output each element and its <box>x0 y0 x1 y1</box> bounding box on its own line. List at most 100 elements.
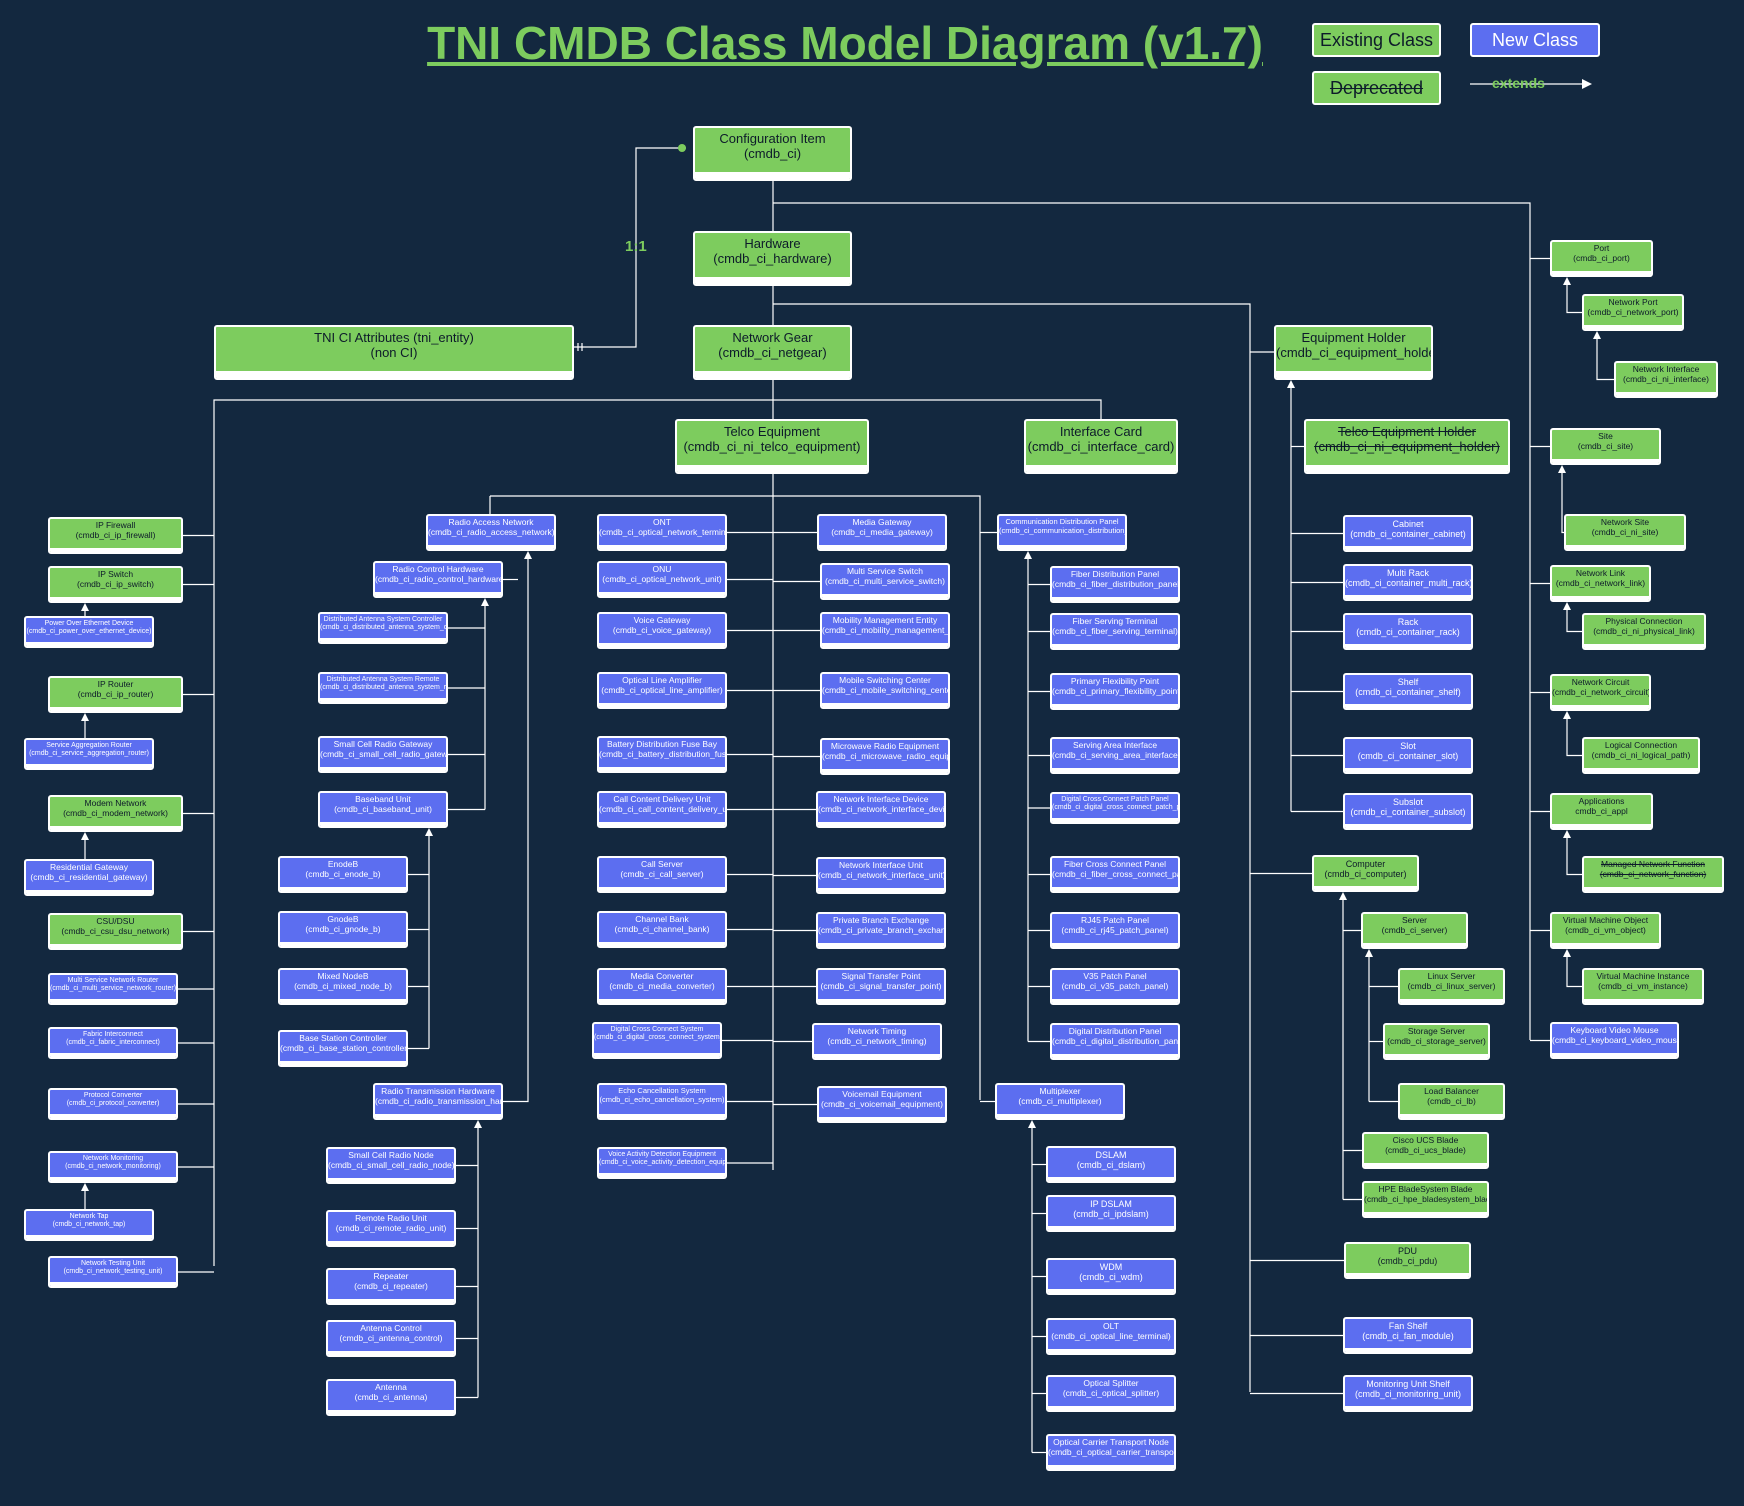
class-node-hpe[interactable]: HPE BladeSystem Blade(cmdb_ci_hpe_blades… <box>1362 1181 1489 1218</box>
class-node-dasc[interactable]: Distributed Antenna System Controller(cm… <box>318 612 448 644</box>
class-node-octn[interactable]: Optical Carrier Transport Node(cmdb_ci_o… <box>1046 1434 1176 1471</box>
class-node-mss[interactable]: Multi Service Switch(cmdb_ci_multi_servi… <box>820 563 950 600</box>
class-node-vade[interactable]: Voice Activity Detection Equipment(cmdb_… <box>597 1147 727 1179</box>
class-node-netsite[interactable]: Network Site(cmdb_ci_ni_site) <box>1564 514 1686 551</box>
class-node-ddp[interactable]: Digital Distribution Panel(cmdb_ci_digit… <box>1050 1023 1180 1060</box>
class-node-mre[interactable]: Microwave Radio Equipment(cmdb_ci_microw… <box>820 738 950 775</box>
class-node-rru[interactable]: Remote Radio Unit(cmdb_ci_remote_radio_u… <box>326 1210 456 1247</box>
class-node-rj45[interactable]: RJ45 Patch Panel(cmdb_ci_rj45_patch_pane… <box>1050 912 1180 949</box>
class-node-fdp[interactable]: Fiber Distribution Panel(cmdb_ci_fiber_d… <box>1050 566 1180 603</box>
class-node-dccp[interactable]: Digital Cross Connect Patch Panel(cmdb_c… <box>1050 792 1180 824</box>
class-node-te[interactable]: Telco Equipment(cmdb_ci_ni_telco_equipme… <box>675 419 869 474</box>
class-node-pfp[interactable]: Primary Flexibility Point(cmdb_ci_primar… <box>1050 673 1180 710</box>
class-node-vmi[interactable]: Virtual Machine Instance(cmdb_ci_vm_inst… <box>1582 968 1704 1005</box>
class-node-comp[interactable]: Computer(cmdb_ci_computer) <box>1312 855 1419 892</box>
class-node-ipfw[interactable]: IP Firewall(cmdb_ci_ip_firewall) <box>48 517 183 554</box>
class-node-ran[interactable]: Radio Access Network(cmdb_ci_radio_acces… <box>426 514 556 551</box>
class-node-poe[interactable]: Power Over Ethernet Device(cmdb_ci_power… <box>24 616 154 648</box>
class-node-mux[interactable]: Multiplexer(cmdb_ci_multiplexer) <box>995 1083 1125 1120</box>
class-node-mme[interactable]: Mobility Management Entity(cmdb_ci_mobil… <box>820 612 950 649</box>
class-node-netport[interactable]: Network Port(cmdb_ci_network_port) <box>1582 294 1684 331</box>
class-node-dccs[interactable]: Digital Cross Connect System(cmdb_ci_dig… <box>592 1022 722 1059</box>
class-node-pbx[interactable]: Private Branch Exchange(cmdb_ci_private_… <box>816 912 946 949</box>
class-node-tni[interactable]: TNI CI Attributes (tni_entity)(non CI) <box>214 325 574 380</box>
class-node-rth[interactable]: Radio Transmission Hardware(cmdb_ci_radi… <box>373 1083 503 1120</box>
class-node-ola[interactable]: Optical Line Amplifier(cmdb_ci_optical_l… <box>597 672 727 709</box>
class-node-antc[interactable]: Antenna Control(cmdb_ci_antenna_control) <box>326 1320 456 1357</box>
class-node-cb[interactable]: Channel Bank(cmdb_ci_channel_bank) <box>597 911 727 948</box>
class-node-msnr[interactable]: Multi Service Network Router(cmdb_ci_mul… <box>48 973 178 1005</box>
class-node-netmon[interactable]: Network Monitoring(cmdb_ci_network_monit… <box>48 1151 178 1183</box>
class-node-bbu[interactable]: Baseband Unit(cmdb_ci_baseband_unit) <box>318 791 448 828</box>
class-node-hw[interactable]: Hardware(cmdb_ci_hardware) <box>693 231 852 286</box>
class-node-netif[interactable]: Network Interface(cmdb_ci_ni_interface) <box>1614 361 1718 398</box>
class-node-mnb[interactable]: Mixed NodeB(cmdb_ci_mixed_node_b) <box>278 968 408 1005</box>
class-node-eh[interactable]: Equipment Holder(cmdb_ci_equipment_holde… <box>1274 325 1433 380</box>
class-node-modem[interactable]: Modem Network(cmdb_ci_modem_network) <box>48 795 183 832</box>
class-node-ont[interactable]: ONT(cmdb_ci_optical_network_terminal) <box>597 514 727 551</box>
class-node-ipdslam[interactable]: IP DSLAM(cmdb_ci_ipdslam) <box>1046 1195 1176 1232</box>
class-node-slot[interactable]: Slot(cmdb_ci_container_slot) <box>1343 737 1473 774</box>
class-node-cs[interactable]: Call Server(cmdb_ci_call_server) <box>597 856 727 893</box>
class-node-niu[interactable]: Network Interface Unit(cmdb_ci_network_i… <box>816 857 946 894</box>
class-node-resgw[interactable]: Residential Gateway(cmdb_ci_residential_… <box>24 859 154 896</box>
class-node-mc[interactable]: Media Converter(cmdb_ci_media_converter) <box>597 968 727 1005</box>
class-node-pdu[interactable]: PDU(cmdb_ci_pdu) <box>1344 1242 1471 1279</box>
class-node-v35[interactable]: V35 Patch Panel(cmdb_ci_v35_patch_panel) <box>1050 968 1180 1005</box>
class-node-wdm[interactable]: WDM(cmdb_ci_wdm) <box>1046 1258 1176 1295</box>
class-node-ucs[interactable]: Cisco UCS Blade(cmdb_ci_ucs_blade) <box>1362 1132 1489 1169</box>
class-node-fst[interactable]: Fiber Serving Terminal(cmdb_ci_fiber_ser… <box>1050 613 1180 650</box>
class-node-shelf[interactable]: Shelf(cmdb_ci_container_shelf) <box>1343 673 1473 710</box>
class-node-proto[interactable]: Protocol Converter(cmdb_ci_protocol_conv… <box>48 1088 178 1120</box>
class-node-bsc[interactable]: Base Station Controller(cmdb_ci_base_sta… <box>278 1030 408 1067</box>
class-node-dslam[interactable]: DSLAM(cmdb_ci_dslam) <box>1046 1146 1176 1183</box>
class-node-onu[interactable]: ONU(cmdb_ci_optical_network_unit) <box>597 561 727 598</box>
class-node-ccdu[interactable]: Call Content Delivery Unit(cmdb_ci_call_… <box>597 791 727 828</box>
class-node-ntu[interactable]: Network Testing Unit(cmdb_ci_network_tes… <box>48 1256 178 1288</box>
class-node-osp[interactable]: Optical Splitter(cmdb_ci_optical_splitte… <box>1046 1375 1176 1412</box>
class-node-mrack[interactable]: Multi Rack(cmdb_ci_container_multi_rack) <box>1343 564 1473 601</box>
class-node-fccp[interactable]: Fiber Cross Connect Panel(cmdb_ci_fiber_… <box>1050 856 1180 893</box>
class-node-scrn[interactable]: Small Cell Radio Node(cmdb_ci_small_cell… <box>326 1147 456 1184</box>
class-node-rch[interactable]: Radio Control Hardware(cmdb_ci_radio_con… <box>373 561 503 598</box>
class-node-ecs[interactable]: Echo Cancellation System(cmdb_ci_echo_ca… <box>597 1083 727 1120</box>
class-node-rep[interactable]: Repeater(cmdb_ci_repeater) <box>326 1268 456 1305</box>
class-node-ci[interactable]: Configuration Item(cmdb_ci) <box>693 126 852 181</box>
class-node-fabric[interactable]: Fabric Interconnect(cmdb_ci_fabric_inter… <box>48 1027 178 1059</box>
class-node-fan[interactable]: Fan Shelf(cmdb_ci_fan_module) <box>1343 1317 1473 1354</box>
class-node-csu[interactable]: CSU/DSU(cmdb_ci_csu_dsu_network) <box>48 913 183 950</box>
class-node-teh[interactable]: Telco Equipment Holder(cmdb_ci_ni_equipm… <box>1304 419 1510 474</box>
class-node-physconn[interactable]: Physical Connection(cmdb_ci_ni_physical_… <box>1582 613 1706 650</box>
class-node-monu[interactable]: Monitoring Unit Shelf(cmdb_ci_monitoring… <box>1343 1375 1473 1412</box>
class-node-vmo[interactable]: Virtual Machine Object(cmdb_ci_vm_object… <box>1550 912 1661 949</box>
class-node-ntim[interactable]: Network Timing(cmdb_ci_network_timing) <box>812 1023 942 1060</box>
class-node-nettap[interactable]: Network Tap(cmdb_ci_network_tap) <box>24 1209 154 1241</box>
class-node-netlink[interactable]: Network Link(cmdb_ci_network_link) <box>1550 565 1651 602</box>
class-node-logconn[interactable]: Logical Connection(cmdb_ci_ni_logical_pa… <box>1582 737 1700 774</box>
class-node-vgw[interactable]: Voice Gateway(cmdb_ci_voice_gateway) <box>597 612 727 649</box>
class-node-dasr[interactable]: Distributed Antenna System Remote(cmdb_c… <box>318 672 448 704</box>
class-node-nid[interactable]: Network Interface Device(cmdb_ci_network… <box>816 791 946 828</box>
class-node-ant[interactable]: Antenna(cmdb_ci_antenna) <box>326 1379 456 1416</box>
class-node-ng[interactable]: Network Gear(cmdb_ci_netgear) <box>693 325 852 380</box>
class-node-rack[interactable]: Rack(cmdb_ci_container_rack) <box>1343 613 1473 650</box>
class-node-cdp[interactable]: Communication Distribution Panel(cmdb_ci… <box>997 514 1127 551</box>
class-node-enb[interactable]: EnodeB(cmdb_ci_enode_b) <box>278 856 408 893</box>
class-node-kvm[interactable]: Keyboard Video Mouse(cmdb_ci_keyboard_vi… <box>1550 1022 1679 1059</box>
class-node-sar[interactable]: Service Aggregation Router(cmdb_ci_servi… <box>24 738 154 770</box>
class-node-msc[interactable]: Mobile Switching Center(cmdb_ci_mobile_s… <box>820 672 950 709</box>
class-node-netcirc[interactable]: Network Circuit(cmdb_ci_network_circuit) <box>1550 674 1651 711</box>
class-node-storage[interactable]: Storage Server(cmdb_ci_storage_server) <box>1383 1023 1490 1060</box>
class-node-vme[interactable]: Voicemail Equipment(cmdb_ci_voicemail_eq… <box>817 1086 947 1123</box>
class-node-site[interactable]: Site(cmdb_ci_site) <box>1550 428 1661 465</box>
class-node-bdfb[interactable]: Battery Distribution Fuse Bay(cmdb_ci_ba… <box>597 736 727 773</box>
class-node-port[interactable]: Port(cmdb_ci_port) <box>1550 240 1653 277</box>
class-node-sai[interactable]: Serving Area Interface(cmdb_ci_serving_a… <box>1050 737 1180 774</box>
class-node-server[interactable]: Server(cmdb_ci_server) <box>1361 912 1468 949</box>
class-node-ic[interactable]: Interface Card(cmdb_ci_interface_card) <box>1024 419 1178 474</box>
class-node-cab[interactable]: Cabinet(cmdb_ci_container_cabinet) <box>1343 515 1473 552</box>
class-node-ipsw[interactable]: IP Switch(cmdb_ci_ip_switch) <box>48 566 183 603</box>
class-node-iprt[interactable]: IP Router(cmdb_ci_ip_router) <box>48 676 183 713</box>
class-node-mg[interactable]: Media Gateway(cmdb_ci_media_gateway) <box>817 514 947 551</box>
